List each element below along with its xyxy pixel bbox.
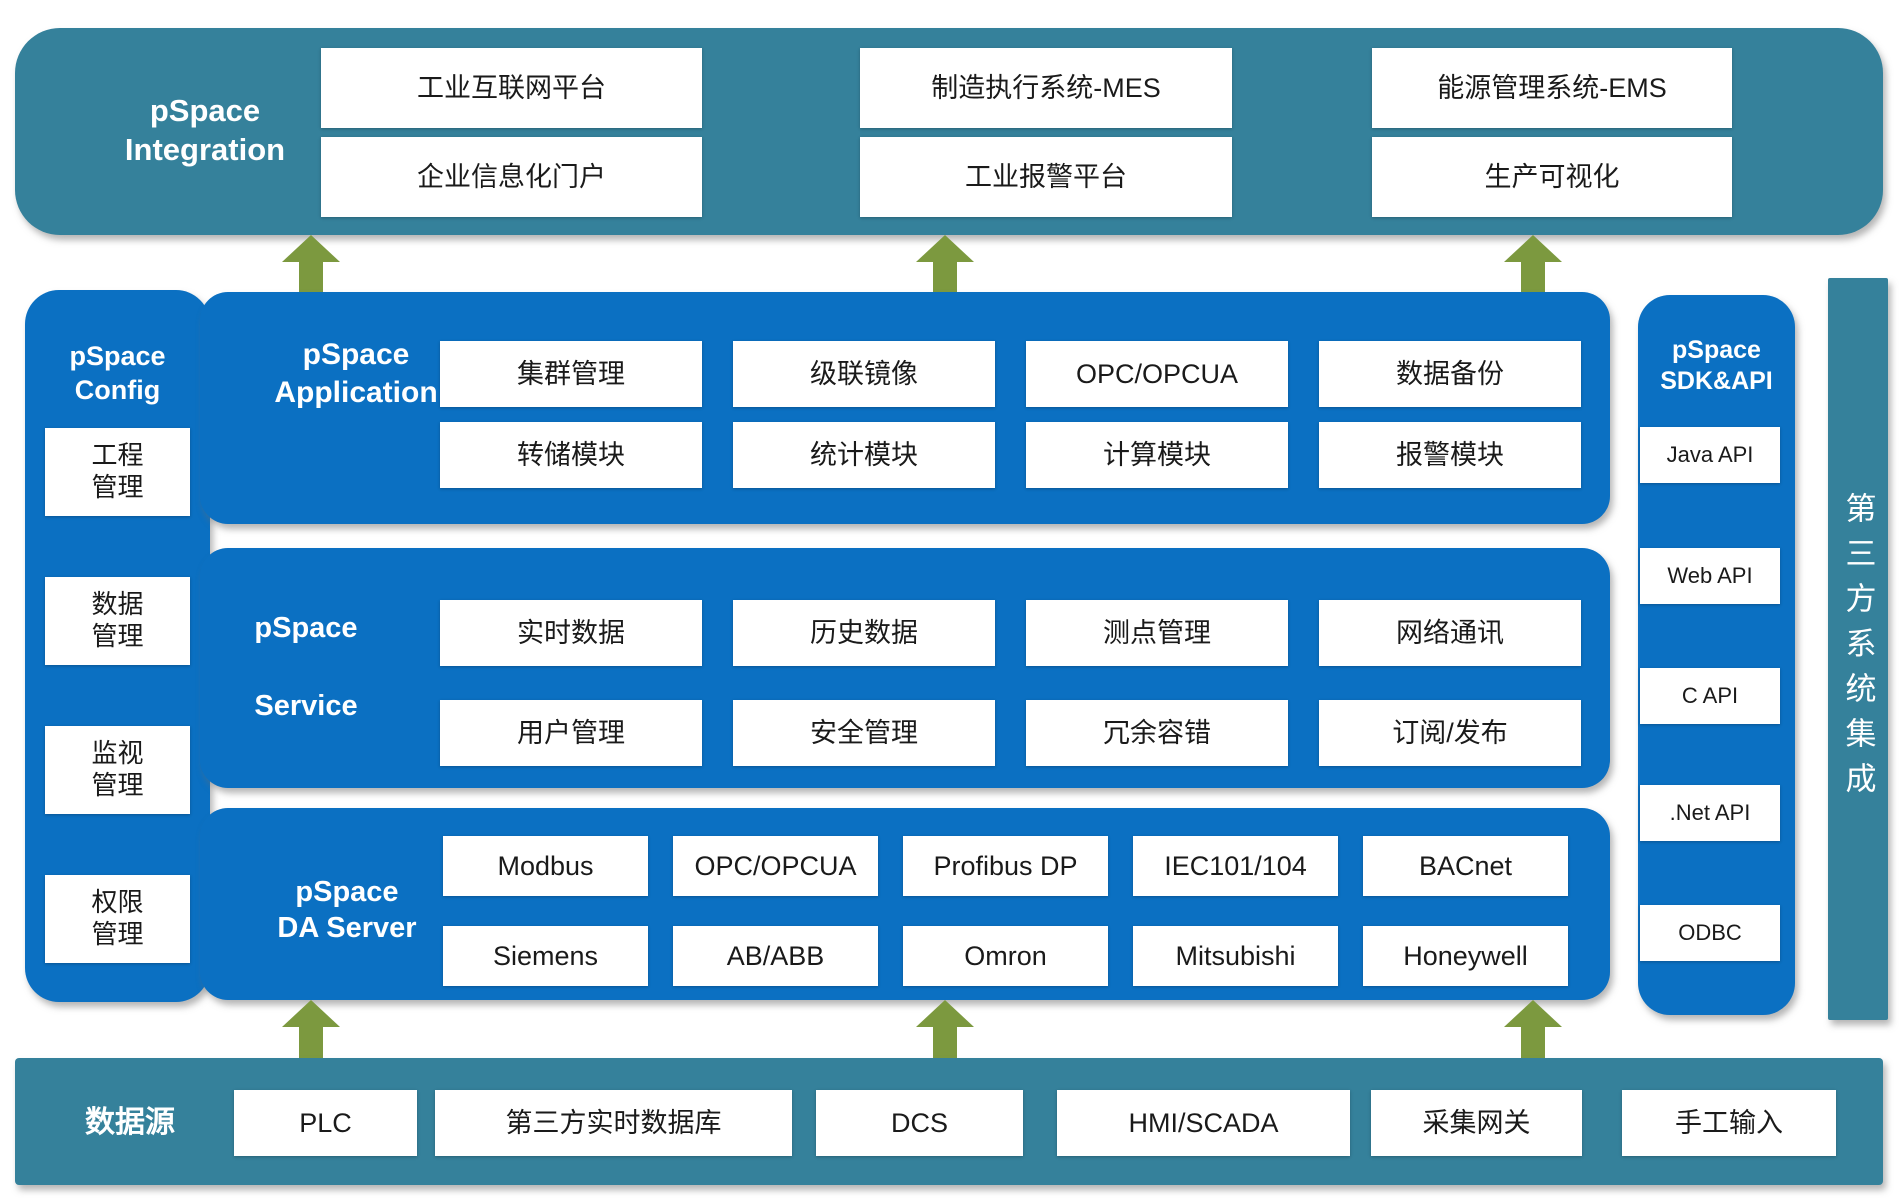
datasource-box-dcs: DCS xyxy=(816,1090,1023,1156)
up-arrow-icon xyxy=(282,1000,340,1058)
sdk-box-web-api: Web API xyxy=(1640,548,1780,604)
arrow-head xyxy=(1504,235,1562,262)
integration-box-alarm-platform: 工业报警平台 xyxy=(860,137,1232,217)
da-server-label: pSpace DA Server xyxy=(277,876,417,945)
up-arrow-icon xyxy=(1504,235,1562,293)
up-arrow-icon xyxy=(282,235,340,293)
arrow-head xyxy=(1504,1000,1562,1027)
service-box-redundancy: 冗余容错 xyxy=(1026,700,1288,766)
config-box-permission-mgmt: 权限 管理 xyxy=(45,875,190,963)
da-box-omron: Omron xyxy=(903,926,1108,986)
up-arrow-icon xyxy=(916,1000,974,1058)
datasource-box-third-party-rtdb: 第三方实时数据库 xyxy=(435,1090,792,1156)
datasource-label: 数据源 xyxy=(85,1106,175,1139)
integration-box-production-visualization: 生产可视化 xyxy=(1372,137,1732,217)
datasource-box-plc: PLC xyxy=(234,1090,417,1156)
application-layer: pSpace Application 集群管理 级联镜像 OPC/OPCUA 数… xyxy=(200,292,1610,524)
service-box-network-comm: 网络通讯 xyxy=(1319,600,1581,666)
integration-band: pSpace Integration 工业互联网平台 企业信息化门户 制造执行系… xyxy=(15,28,1883,235)
sdk-box-c-api: C API xyxy=(1640,668,1780,724)
service-box-realtime-data: 实时数据 xyxy=(440,600,702,666)
da-box-siemens: Siemens xyxy=(443,926,648,986)
da-box-modbus: Modbus xyxy=(443,836,648,896)
da-box-iec101-104: IEC101/104 xyxy=(1133,836,1338,896)
integration-label: pSpace Integration xyxy=(124,93,286,167)
datasource-box-hmi-scada: HMI/SCADA xyxy=(1057,1090,1350,1156)
config-box-monitor-mgmt: 监视 管理 xyxy=(45,726,190,814)
integration-box-enterprise-portal: 企业信息化门户 xyxy=(321,137,702,217)
sdk-box-java-api: Java API xyxy=(1640,427,1780,483)
arrow-stem xyxy=(299,262,323,293)
third-party-band: 第三方系统集成 xyxy=(1828,278,1888,1020)
datasource-box-manual-input: 手工输入 xyxy=(1622,1090,1836,1156)
da-box-honeywell: Honeywell xyxy=(1363,926,1568,986)
arrow-head xyxy=(916,235,974,262)
application-box-alarm-module: 报警模块 xyxy=(1319,422,1581,488)
config-box-data-mgmt: 数据 管理 xyxy=(45,577,190,665)
sdk-box-net-api: .Net API xyxy=(1640,785,1780,841)
integration-box-industrial-internet: 工业互联网平台 xyxy=(321,48,702,128)
integration-box-ems: 能源管理系统-EMS xyxy=(1372,48,1732,128)
arrow-head xyxy=(282,235,340,262)
application-box-cluster-mgmt: 集群管理 xyxy=(440,341,702,407)
da-box-profibus-dp: Profibus DP xyxy=(903,836,1108,896)
arrow-head xyxy=(282,1000,340,1027)
up-arrow-icon xyxy=(1504,1000,1562,1058)
sdk-api-label: pSpace SDK&API xyxy=(1660,336,1773,396)
service-label-line2: Service xyxy=(254,690,358,722)
service-box-history-data: 历史数据 xyxy=(733,600,995,666)
config-box-project-mgmt: 工程 管理 xyxy=(45,428,190,516)
config-label: pSpace Config xyxy=(69,341,166,405)
application-box-cascade-mirror: 级联镜像 xyxy=(733,341,995,407)
arrow-stem xyxy=(933,262,957,293)
datasource-box-gateway: 采集网关 xyxy=(1371,1090,1582,1156)
application-label: pSpace Application xyxy=(274,338,438,409)
application-box-calculation-module: 计算模块 xyxy=(1026,422,1288,488)
da-box-bacnet: BACnet xyxy=(1363,836,1568,896)
application-box-dump-module: 转储模块 xyxy=(440,422,702,488)
application-box-statistics-module: 统计模块 xyxy=(733,422,995,488)
service-layer: pSpace Service 实时数据 历史数据 测点管理 网络通讯 用户管理 … xyxy=(200,548,1610,788)
arrow-stem xyxy=(933,1027,957,1058)
config-column: pSpace Config 工程 管理 数据 管理 监视 管理 权限 管理 xyxy=(25,290,210,1002)
arrow-stem xyxy=(1521,262,1545,293)
integration-box-mes: 制造执行系统-MES xyxy=(860,48,1232,128)
up-arrow-icon xyxy=(916,235,974,293)
service-box-pub-sub: 订阅/发布 xyxy=(1319,700,1581,766)
da-box-mitsubishi: Mitsubishi xyxy=(1133,926,1338,986)
arrow-head xyxy=(916,1000,974,1027)
sdk-api-column: pSpace SDK&API Java API Web API C API .N… xyxy=(1638,295,1795,1015)
arrow-stem xyxy=(299,1027,323,1058)
service-box-user-mgmt: 用户管理 xyxy=(440,700,702,766)
application-box-opc-opcua: OPC/OPCUA xyxy=(1026,341,1288,407)
da-server-layer: pSpace DA Server Modbus OPC/OPCUA Profib… xyxy=(200,808,1610,1000)
datasource-band: 数据源 PLC 第三方实时数据库 DCS HMI/SCADA 采集网关 手工输入 xyxy=(15,1058,1883,1185)
service-box-tag-mgmt: 测点管理 xyxy=(1026,600,1288,666)
arrow-stem xyxy=(1521,1027,1545,1058)
service-box-security-mgmt: 安全管理 xyxy=(733,700,995,766)
application-box-data-backup: 数据备份 xyxy=(1319,341,1581,407)
da-box-ab-abb: AB/ABB xyxy=(673,926,878,986)
da-box-opc-opcua: OPC/OPCUA xyxy=(673,836,878,896)
sdk-box-odbc: ODBC xyxy=(1640,905,1780,961)
service-label-line1: pSpace xyxy=(254,612,358,644)
third-party-label: 第三方系统集成 xyxy=(1840,491,1876,807)
